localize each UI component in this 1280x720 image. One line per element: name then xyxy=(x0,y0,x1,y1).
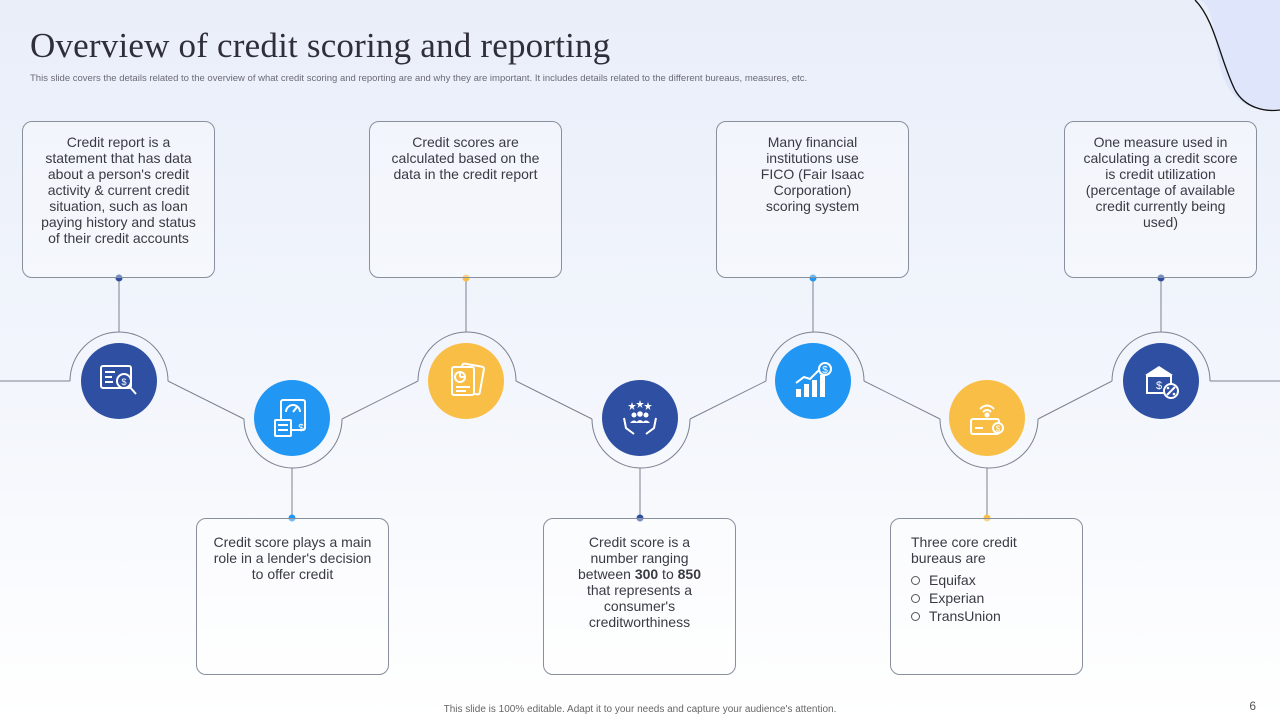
score-range-high: 850 xyxy=(677,566,701,582)
score-range-text-1: Credit score is a number ranging between xyxy=(577,534,691,582)
team-stars-hands-icon xyxy=(602,380,678,456)
list-item: Equifax xyxy=(911,572,1070,589)
card-score-calculation-text: Credit scores are calculated based on th… xyxy=(391,134,540,182)
card-credit-bureaus: Three core credit bureaus are Equifax Ex… xyxy=(890,518,1083,675)
list-item: Experian xyxy=(911,590,1070,607)
bullet-icon xyxy=(911,593,920,603)
bullet-icon xyxy=(911,611,920,621)
card-lender-decision-text: Credit score plays a main role in a lend… xyxy=(213,534,372,582)
list-item: TransUnion xyxy=(911,608,1070,625)
card-lender-decision: Credit score plays a main role in a lend… xyxy=(196,518,389,675)
credit-report-screen-icon: $ xyxy=(81,343,157,419)
score-range-text-3: that represents a consumer's creditworth… xyxy=(586,582,693,630)
card-credit-utilization-text: One measure used in calculating a credit… xyxy=(1083,134,1238,230)
page-number: 6 xyxy=(1249,699,1256,713)
card-fico: Many financial institutions use FICO (Fa… xyxy=(716,121,909,278)
credit-card-wireless-icon: $ xyxy=(949,380,1025,456)
corner-decoration xyxy=(1194,0,1280,112)
svg-text:$: $ xyxy=(822,365,828,376)
card-credit-report: Credit report is a statement that has da… xyxy=(22,121,215,278)
bank-percent-icon: $ xyxy=(1123,343,1199,419)
card-credit-utilization: One measure used in calculating a credit… xyxy=(1064,121,1257,278)
card-score-range: Credit score is a number ranging between… xyxy=(543,518,736,675)
page-subtitle: This slide covers the details related to… xyxy=(30,73,808,84)
svg-text:$: $ xyxy=(996,425,1001,434)
bullet-icon xyxy=(911,575,920,585)
svg-text:$: $ xyxy=(121,377,126,387)
score-range-low: 300 xyxy=(634,566,659,582)
bureaus-heading: Three core credit bureaus are xyxy=(911,534,1017,566)
card-credit-report-text: Credit report is a statement that has da… xyxy=(41,134,196,246)
card-score-calculation: Credit scores are calculated based on th… xyxy=(369,121,562,278)
svg-text:$: $ xyxy=(1156,380,1162,392)
page-title: Overview of credit scoring and reporting xyxy=(30,26,611,65)
calculator-document-icon: $ xyxy=(254,380,330,456)
footer-note: This slide is 100% editable. Adapt it to… xyxy=(443,704,837,715)
svg-text:$: $ xyxy=(298,423,304,434)
bureaus-list: Equifax Experian TransUnion xyxy=(911,572,1070,625)
card-fico-text: Many financial institutions use FICO (Fa… xyxy=(760,134,865,214)
growth-chart-dollar-icon: $ xyxy=(775,343,851,419)
chart-documents-icon xyxy=(428,343,504,419)
score-range-text-2: to xyxy=(658,566,678,582)
